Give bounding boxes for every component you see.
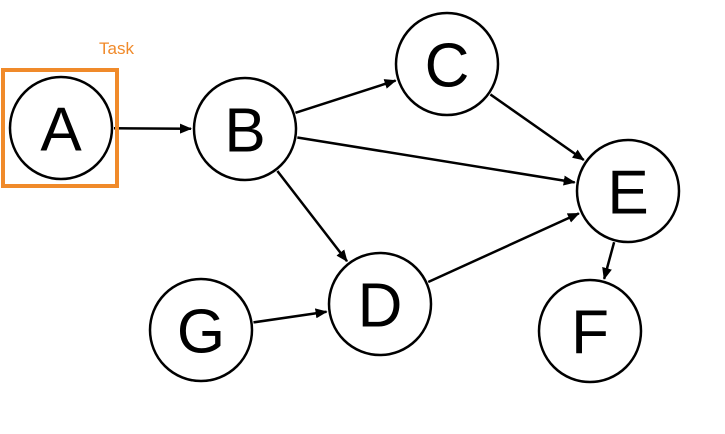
node-circle bbox=[8, 75, 114, 181]
node-f: F bbox=[537, 278, 643, 384]
edge-e-to-f bbox=[602, 241, 616, 280]
node-circle bbox=[192, 76, 298, 182]
task-highlight: Task bbox=[1, 39, 134, 188]
node-d: D bbox=[327, 251, 433, 357]
node-label: F bbox=[571, 299, 609, 368]
edge-g-to-d bbox=[253, 308, 328, 324]
node-label: G bbox=[177, 298, 225, 367]
node-circle bbox=[575, 138, 681, 244]
node-circle bbox=[537, 278, 643, 384]
node-label: B bbox=[224, 97, 265, 166]
node-b: B bbox=[192, 76, 298, 182]
edge-b-to-e bbox=[297, 136, 576, 186]
node-circle bbox=[394, 11, 500, 117]
node-circle bbox=[148, 277, 254, 383]
task-highlight-box bbox=[1, 68, 119, 188]
edge-b-to-c bbox=[295, 79, 397, 114]
node-label: C bbox=[425, 32, 470, 101]
node-g: G bbox=[148, 277, 254, 383]
edge-b-to-d bbox=[276, 170, 349, 263]
node-c: C bbox=[394, 11, 500, 117]
node-a: A bbox=[8, 75, 114, 181]
edges-layer bbox=[113, 79, 616, 324]
node-e: E bbox=[575, 138, 681, 244]
edge-c-to-e bbox=[489, 93, 585, 162]
task-highlight-label: Task bbox=[99, 39, 134, 58]
edge-d-to-e bbox=[427, 212, 580, 284]
node-circle bbox=[327, 251, 433, 357]
node-label: D bbox=[358, 272, 403, 341]
node-label: E bbox=[607, 159, 648, 228]
node-label: A bbox=[40, 96, 82, 165]
nodes-layer: A B C D E F G bbox=[8, 11, 681, 384]
